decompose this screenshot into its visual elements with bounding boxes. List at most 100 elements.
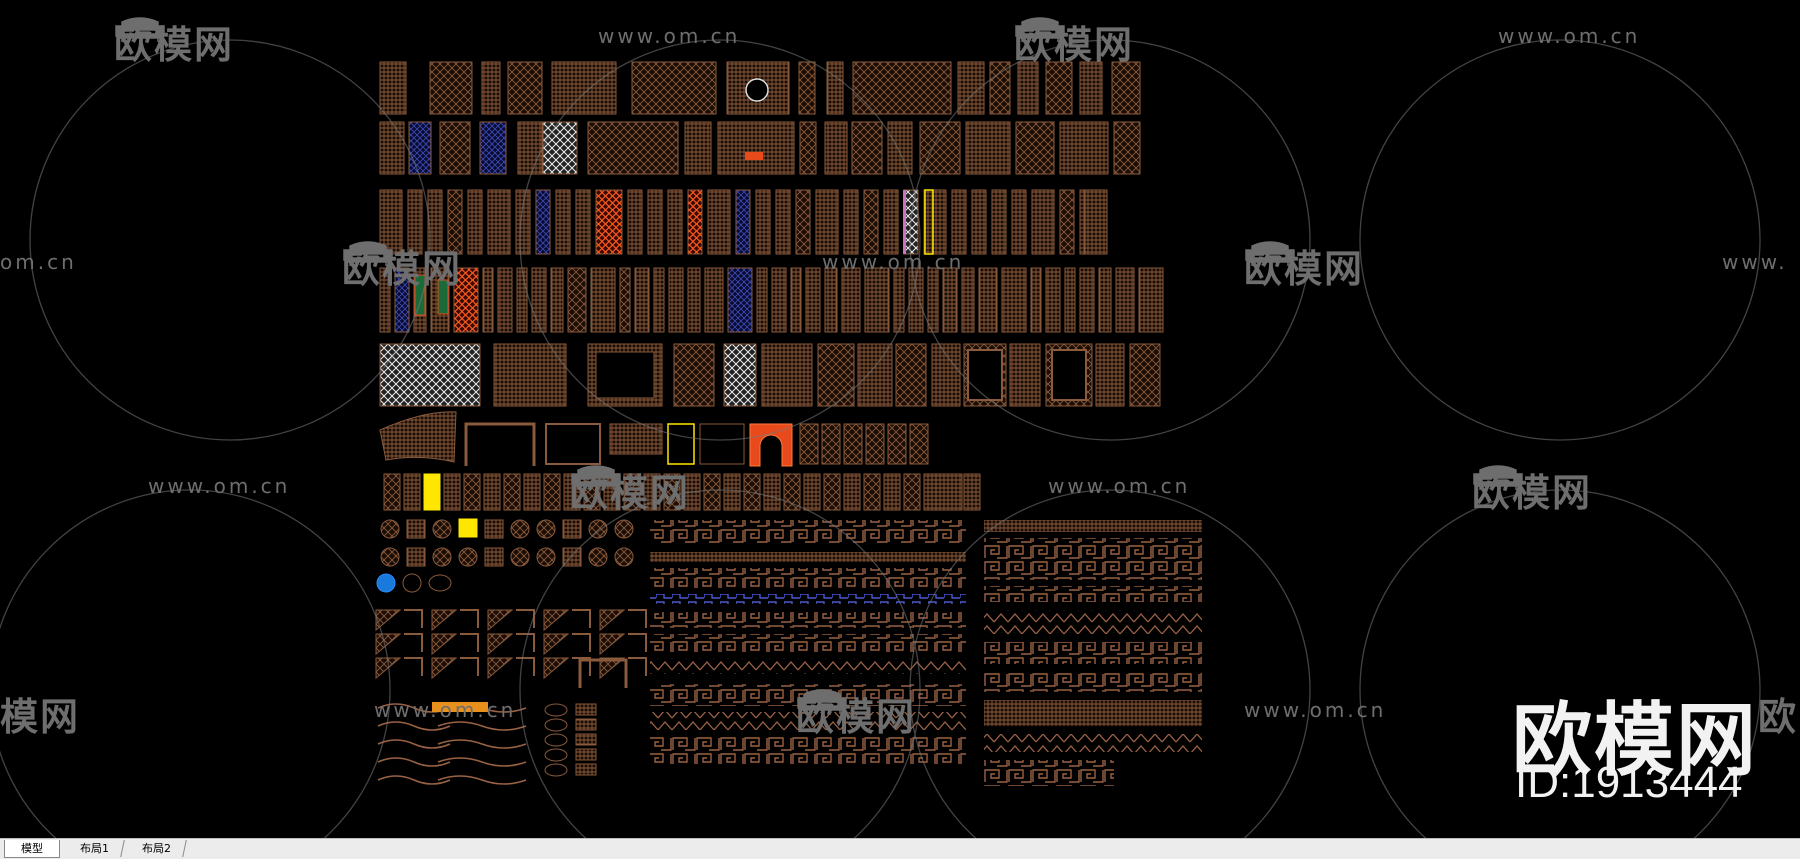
yellow-panel [924,189,934,255]
round-medallion [510,547,530,567]
fret-border [984,538,1202,580]
green-panel [414,274,426,316]
tall-lattice-panel [805,267,821,333]
tall-lattice-panel [1115,267,1135,333]
tall-lattice-panel [394,267,410,333]
small-lattice-tile [575,748,597,761]
square-medallion [484,547,504,567]
zigzag-border [984,610,1202,634]
fret-border [984,760,1114,786]
lattice-panel [631,61,717,115]
small-lattice-tile [483,473,501,511]
tall-lattice-panel [775,189,791,255]
tall-lattice-panel [755,189,771,255]
fret-border [650,520,966,544]
pink-strip [903,190,906,254]
tab-model[interactable]: 模型 [4,840,60,858]
round-medallion [588,547,608,567]
tall-lattice-panel [843,189,859,255]
fret-border [984,672,1202,692]
fret-border [650,568,966,588]
lattice-panel [1079,61,1103,115]
lattice-panel [717,121,795,175]
lattice-panel [1113,121,1141,175]
lattice-panel [851,121,883,175]
watermark-logo: 欧模网 [1244,238,1364,293]
tall-lattice-panel [727,267,753,333]
frame-panel [967,349,1003,401]
lattice-panel [1017,61,1039,115]
watermark-url: www. [1722,250,1788,274]
carved-panel [1095,343,1125,407]
round-medallion [402,573,422,593]
sofa-logo-icon [1245,241,1295,266]
tall-lattice-panel [961,267,975,333]
small-lattice-tile [763,473,781,511]
round-medallion [745,78,769,102]
tall-lattice-panel [1084,189,1108,255]
carved-panel [1129,343,1161,407]
corner-bracket [572,657,591,676]
watermark-circle [909,39,1311,441]
small-lattice-tile [903,473,921,511]
corner-bracket [572,633,591,652]
tall-lattice-panel [555,189,571,255]
small-lattice-tile [575,718,597,731]
lattice-panel [379,61,407,115]
lattice-panel [542,121,578,175]
sofa-logo-icon [797,689,847,714]
yellow-panel [667,423,695,465]
corner-bracket [460,657,479,676]
corner-bracket [599,633,626,656]
watermark-url: www.om.cn [822,250,965,274]
tall-lattice-panel [515,189,531,255]
tab-layout2[interactable]: 布局2 [126,840,187,857]
small-lattice-tile [803,473,821,511]
tall-lattice-panel [951,189,967,255]
corner-bracket [516,609,535,628]
scroll-ornament [437,757,527,767]
lattice-panel [919,121,961,175]
lattice-panel [684,121,712,175]
oval-medallion [428,574,452,592]
small-lattice-tile [463,473,481,511]
tall-lattice-panel [619,267,631,333]
oval-medallion [544,763,568,777]
lattice-panel [587,121,679,175]
corner-bracket [487,633,514,656]
lattice-panel [799,121,817,175]
watermark-logo: 欧模网 [570,462,690,517]
small-lattice-tile [963,473,981,511]
corner-bracket [487,609,514,632]
tall-lattice-panel [883,189,899,255]
round-medallion [614,547,634,567]
corner-bracket [543,657,570,680]
tall-lattice-panel [447,189,463,255]
carved-panel [817,343,855,407]
tall-lattice-panel [595,189,623,255]
watermark-url: om.cn [0,250,77,274]
carved-panel [909,423,929,465]
tab-layout1[interactable]: 布局1 [64,840,125,857]
round-medallion [432,547,452,567]
carved-panel [843,423,863,465]
window-grid [935,473,963,511]
corner-bracket [460,609,479,628]
square-medallion [406,519,426,539]
watermark-url: www.om.cn [1244,698,1387,722]
lattice-panel [517,121,543,175]
corner-bracket [516,633,535,652]
tall-lattice-panel [590,267,616,333]
lattice-panel [1059,121,1109,175]
tall-lattice-panel [704,267,724,333]
tall-lattice-panel [1064,267,1076,333]
tall-lattice-panel [864,267,890,333]
watermark-circle [29,39,431,441]
lattice-panel [965,121,1011,175]
lattice-panel [481,61,501,115]
small-lattice-tile [703,473,721,511]
small-lattice-tile [403,473,421,511]
small-lattice-tile [883,473,901,511]
tall-lattice-panel [1011,189,1027,255]
